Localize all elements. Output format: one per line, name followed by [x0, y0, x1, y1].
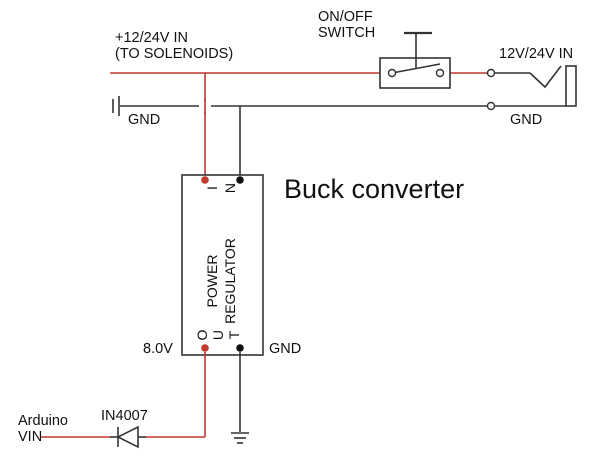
switch-sublabel: SWITCH	[318, 25, 375, 41]
pin-in-label-n: N	[222, 183, 238, 193]
diode-label: IN4007	[101, 408, 148, 424]
arduino-label: Arduino	[18, 413, 68, 429]
ground-symbol-left	[112, 96, 120, 116]
input-jack-label: 12V/24V IN	[499, 46, 573, 62]
input-jack-icon	[486, 65, 577, 111]
output-positive-terminal	[201, 344, 209, 352]
pin-out-label-o: O	[194, 329, 210, 340]
output-voltage-label: 8.0V	[143, 341, 173, 357]
gnd-label-left: GND	[128, 112, 160, 128]
diode-icon	[110, 425, 146, 449]
gnd-label-bottom: GND	[269, 341, 301, 357]
supply-in-label: +12/24V IN	[115, 30, 188, 46]
gnd-label-right: GND	[510, 112, 542, 128]
output-positive-wire	[40, 352, 206, 438]
input-ground-terminal	[236, 176, 244, 184]
pin-out-label-u: U	[210, 330, 226, 340]
pin-in-label-i: I	[204, 186, 220, 190]
pin-out-label-t: T	[226, 330, 242, 339]
supply-in-sublabel: (TO SOLENOIDS)	[115, 46, 233, 62]
power-regulator-module	[181, 174, 264, 356]
ground-symbol-bottom	[231, 432, 249, 444]
switch-label: ON/OFF	[318, 9, 373, 25]
positive-supply-wire	[110, 72, 487, 180]
on-off-switch-icon	[379, 31, 451, 89]
module-label-power: POWER	[204, 255, 220, 308]
output-ground-terminal	[236, 344, 244, 352]
buck-converter-title: Buck converter	[284, 174, 464, 204]
module-label-regulator: REGULATOR	[222, 238, 238, 324]
input-positive-terminal	[201, 176, 209, 184]
ground-bus-wire	[120, 105, 487, 180]
arduino-vin-label: VIN	[18, 429, 42, 445]
